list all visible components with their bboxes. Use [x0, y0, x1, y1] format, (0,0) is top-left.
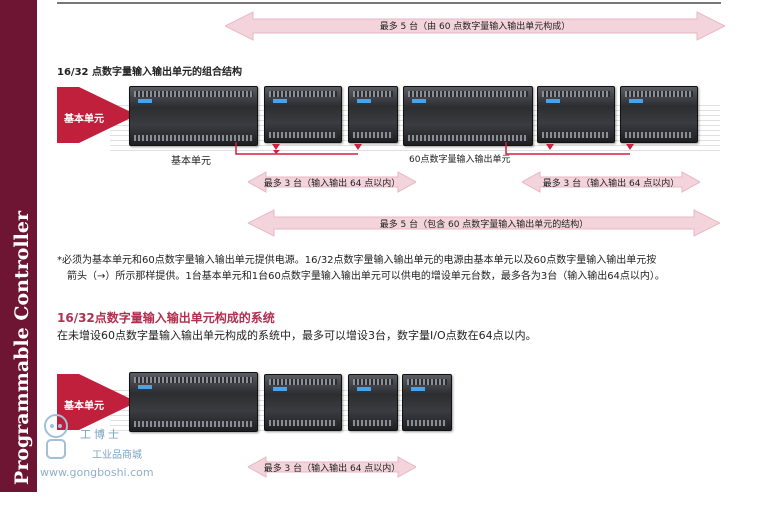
brand-mark-icon [273, 99, 287, 103]
brand-mark-icon [138, 385, 152, 389]
right-span-arrow [522, 171, 700, 193]
section2-span-arrow [248, 456, 416, 478]
robot-mascot-icon [44, 414, 68, 459]
brand-mark-icon [546, 99, 560, 103]
basic-unit-tag-2-label: 基本单元 [64, 401, 104, 412]
expansion-module-6 [348, 374, 398, 431]
watermark-sub: 工业品商城 [92, 450, 142, 461]
section1-heading: 16/32 点数字量输入输出单元的组合结构 [57, 67, 242, 78]
total-span-arrow [248, 209, 720, 237]
left-span-label: 最多 3 台（输入输出 64 点以内） [263, 179, 401, 189]
left-span-arrow [248, 171, 416, 193]
power-note-line1: *必须为基本单元和60点数字量输入输出单元提供电源。16/32点数字量输入输出单… [57, 255, 657, 266]
watermark-url: www.gongboshi.com [40, 466, 154, 479]
top-span-label: 最多 5 台（由 60 点数字量输入输出单元构成） [379, 22, 571, 32]
brand-mark-icon [629, 99, 643, 103]
section2-description: 在未增设60点数字量输入输出单元构成的系统中，最多可以增设3台，数字量I/O点数… [57, 329, 537, 342]
basic-unit-tag [57, 87, 137, 143]
expansion-module-1 [264, 86, 342, 143]
brand-mark-icon [357, 387, 371, 391]
basic-unit-caption: 基本单元 [171, 156, 211, 167]
basic-unit-module [129, 86, 258, 146]
expansion-module-2 [348, 86, 398, 143]
expansion-module-5 [264, 374, 342, 431]
section2-span-label: 最多 3 台（输入输出 64 点以内） [263, 464, 401, 474]
brand-mark-icon [273, 387, 287, 391]
brand-mark-icon [411, 387, 425, 391]
brand-mark-icon [357, 99, 371, 103]
top-span-arrow [225, 11, 725, 41]
unit60-caption: 60点数字量输入输出单元 [409, 155, 511, 165]
brand-mark-icon [138, 99, 152, 103]
power-note-line2: 箭头（→）所示那样提供。1台基本单元和1台60点数字量输入输出单元可以供电的增设… [67, 271, 665, 282]
total-span-label: 最多 5 台（包含 60 点数字量输入输出单元的结构） [379, 220, 589, 230]
unit60-module [403, 86, 533, 146]
expansion-module-4 [620, 86, 698, 143]
sidebar-title: Programmable Controller [11, 211, 33, 485]
basic-unit-module-2 [129, 372, 258, 432]
sidebar: Programmable Controller [0, 0, 37, 492]
expansion-module-3 [537, 86, 615, 143]
expansion-module-7 [402, 374, 452, 431]
section2-title: 16/32点数字量输入输出单元构成的系统 [57, 311, 275, 325]
watermark-brand: 工博士 [80, 428, 122, 441]
power-arrows [235, 142, 634, 155]
basic-unit-tag-label: 基本单元 [64, 114, 104, 125]
right-span-label: 最多 3 台（输入输出 64 点以内） [542, 179, 680, 189]
basic-unit-tag-2 [57, 374, 137, 430]
top-divider [57, 2, 721, 4]
brand-mark-icon [412, 99, 426, 103]
power-note: *必须为基本单元和60点数字量输入输出单元提供电源。16/32点数字量输入输出单… [57, 253, 757, 285]
